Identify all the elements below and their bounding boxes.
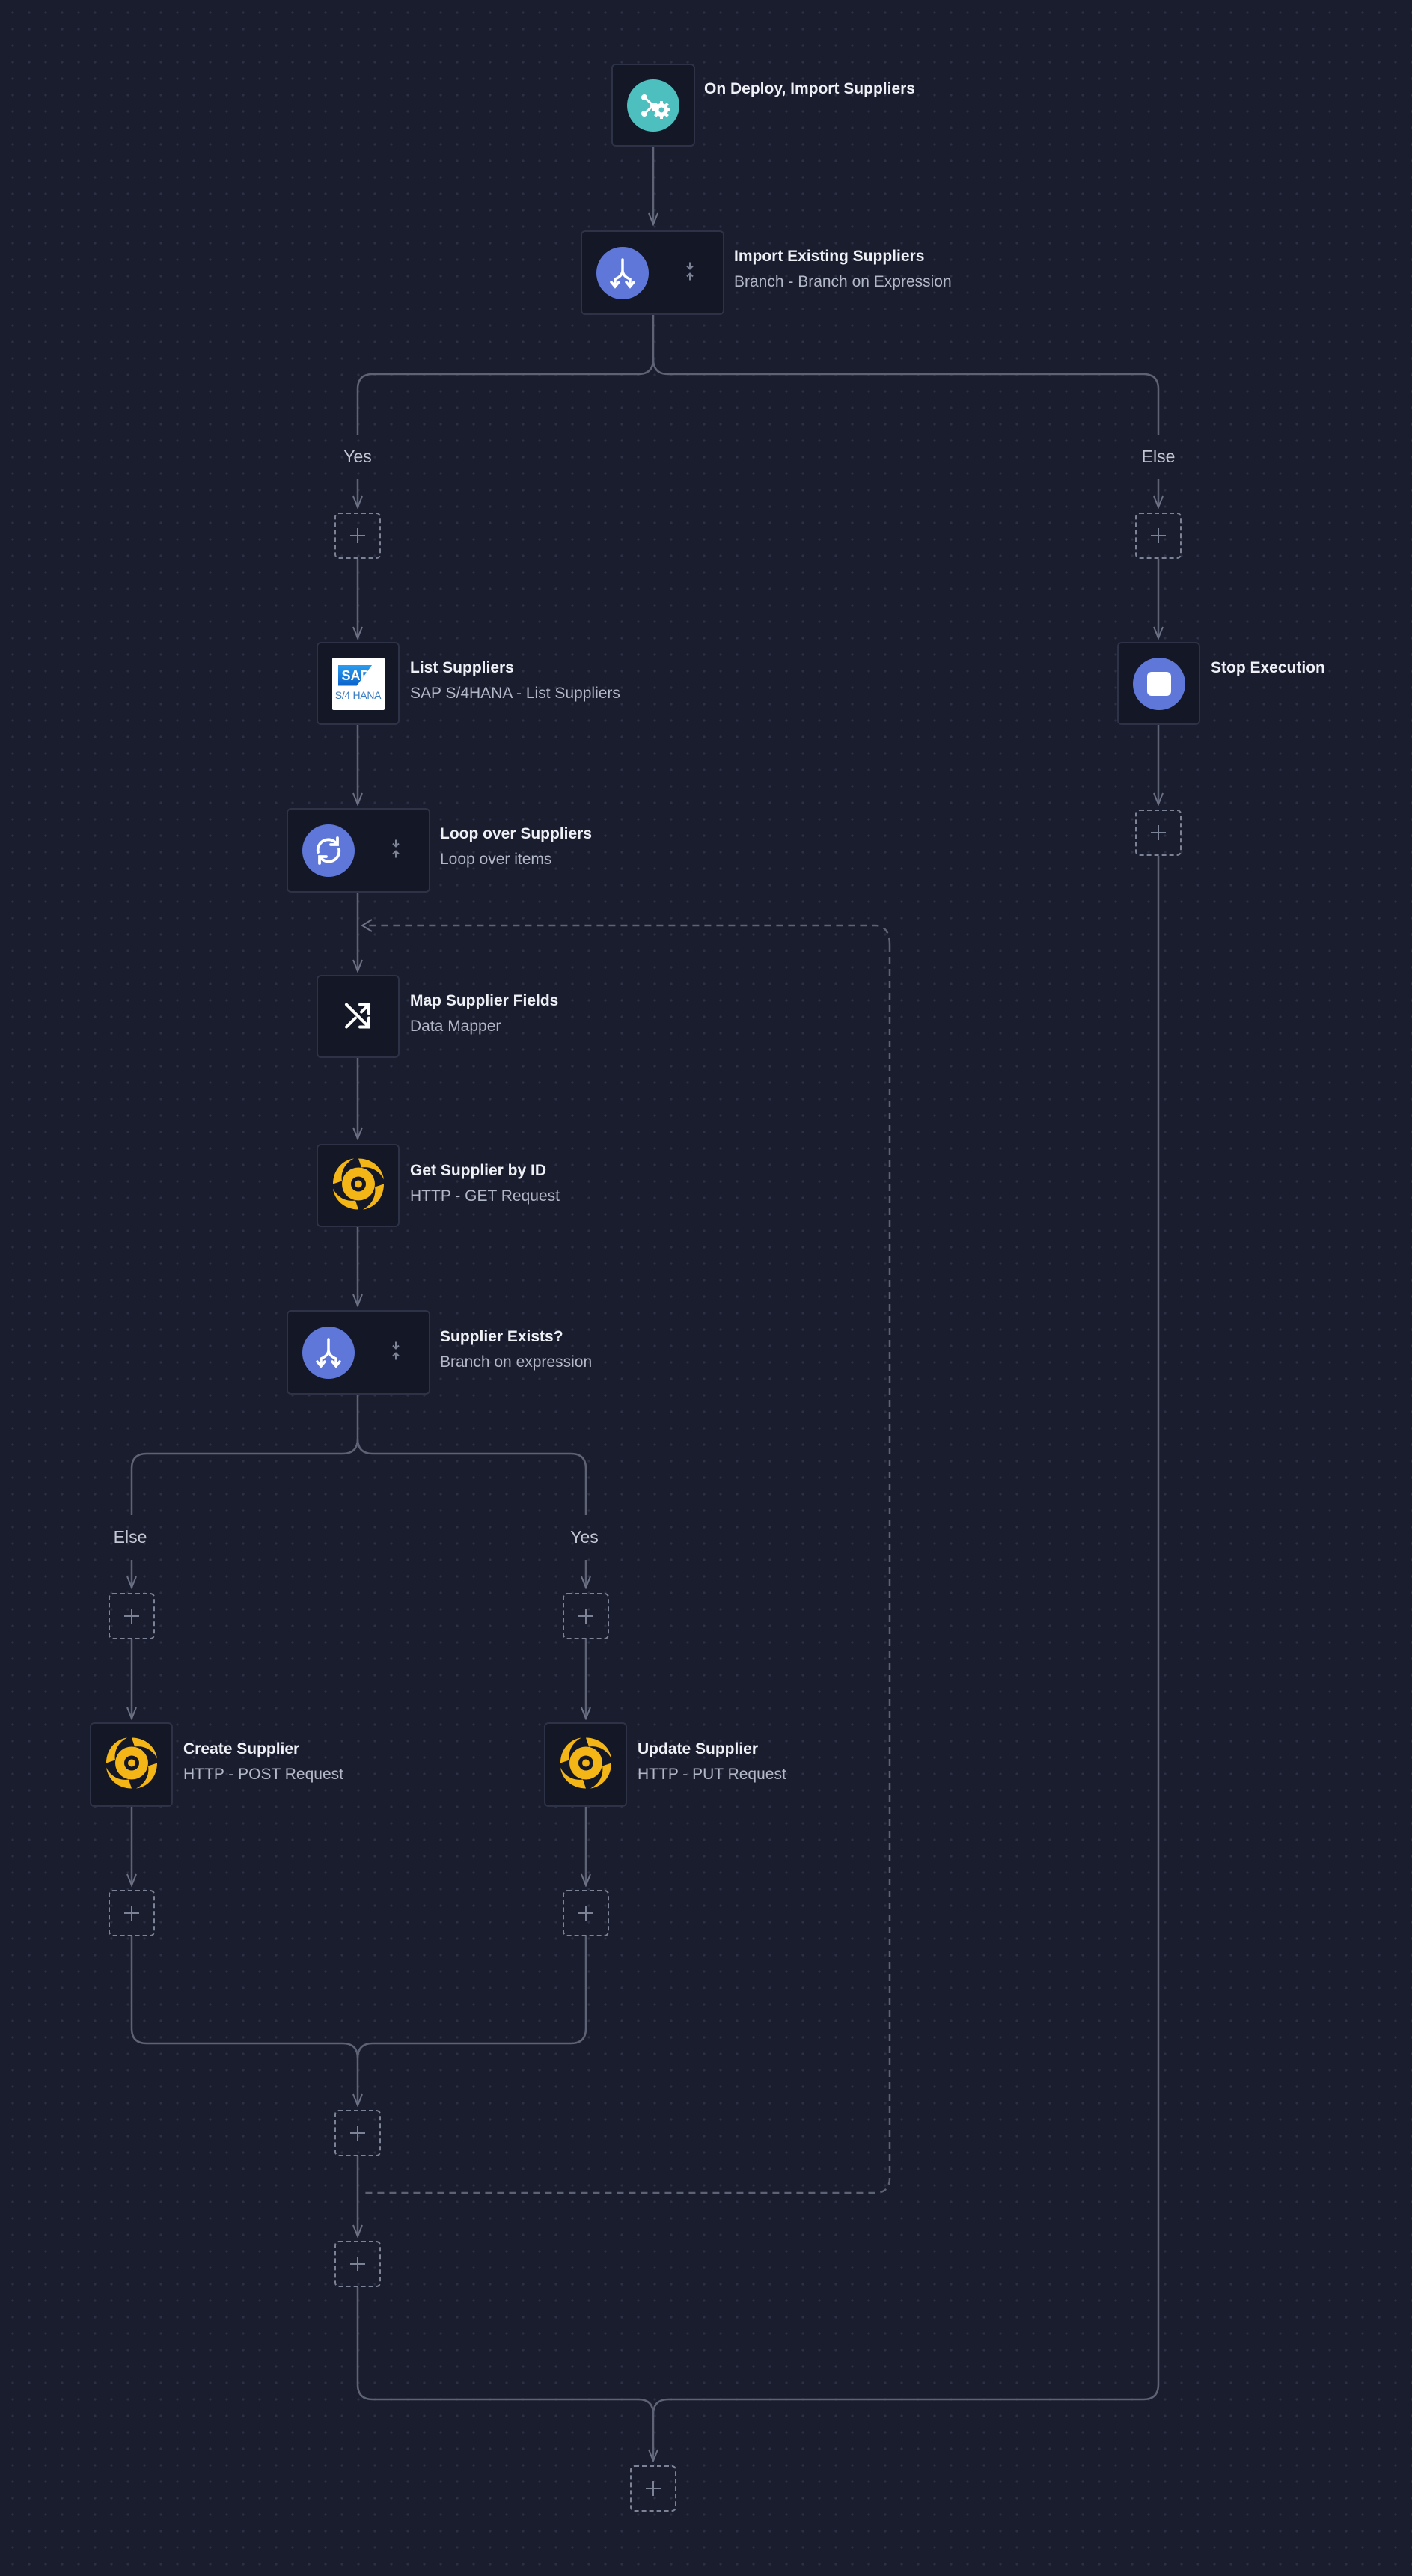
loop-icon [302, 824, 355, 877]
create-supplier-subtitle: HTTP - POST Request [183, 1766, 343, 1783]
add-step-button[interactable] [109, 1890, 155, 1936]
stop-execution-node[interactable] [1117, 642, 1200, 725]
add-step-button[interactable] [1135, 513, 1182, 559]
branch-import-title: Import Existing Suppliers [734, 248, 925, 265]
map-fields-title: Map Supplier Fields [410, 992, 559, 1009]
collapse-icon[interactable] [391, 1340, 400, 1365]
stop-execution-title: Stop Execution [1211, 659, 1325, 676]
stop-icon [1132, 657, 1185, 710]
branch-label-else: Else [1141, 447, 1176, 466]
loop-title: Loop over Suppliers [440, 825, 593, 842]
branch-import-subtitle: Branch - Branch on Expression [734, 273, 952, 290]
add-step-button[interactable] [334, 2241, 381, 2287]
shuffle-icon [342, 998, 375, 1035]
add-step-button[interactable] [563, 1890, 609, 1936]
branch-label-yes: Yes [343, 447, 372, 466]
list-suppliers-title: List Suppliers [410, 659, 514, 676]
get-supplier-title: Get Supplier by ID [410, 1162, 547, 1179]
update-supplier-title: Update Supplier [638, 1740, 759, 1757]
create-supplier-node[interactable] [90, 1722, 173, 1807]
list-suppliers-subtitle: SAP S/4HANA - List Suppliers [410, 685, 620, 702]
supplier-exists-node[interactable] [287, 1310, 430, 1395]
update-supplier-subtitle: HTTP - PUT Request [638, 1766, 786, 1783]
get-supplier-node[interactable] [317, 1144, 400, 1227]
branch-icon [302, 1326, 355, 1379]
sap-logo-icon: SAP S/4 HANA [331, 657, 385, 710]
loop-node[interactable] [287, 808, 430, 893]
add-step-button[interactable] [563, 1593, 609, 1639]
add-step-button[interactable] [109, 1593, 155, 1639]
map-fields-node[interactable] [317, 975, 400, 1058]
branch-icon [596, 246, 649, 299]
add-step-button[interactable] [334, 513, 381, 559]
create-supplier-title: Create Supplier [183, 1740, 300, 1757]
supplier-exists-subtitle: Branch on expression [440, 1353, 593, 1371]
branch-label-else: Else [113, 1527, 147, 1546]
get-supplier-subtitle: HTTP - GET Request [410, 1187, 560, 1205]
collapse-icon[interactable] [685, 260, 694, 285]
map-fields-subtitle: Data Mapper [410, 1018, 501, 1035]
list-suppliers-node[interactable]: SAP S/4 HANA [317, 642, 400, 725]
http-icon [103, 1734, 160, 1795]
update-supplier-node[interactable] [544, 1722, 627, 1807]
trigger-title: On Deploy, Import Suppliers [704, 80, 915, 97]
trigger-node[interactable] [611, 64, 695, 147]
collapse-icon[interactable] [391, 838, 400, 863]
deploy-gear-icon [627, 79, 679, 132]
add-step-button[interactable] [1135, 810, 1182, 856]
branch-label-yes: Yes [570, 1527, 599, 1546]
loop-subtitle: Loop over items [440, 851, 552, 868]
add-step-button[interactable] [630, 2465, 676, 2512]
http-icon [557, 1734, 614, 1795]
add-step-button[interactable] [334, 2110, 381, 2156]
http-icon [330, 1155, 387, 1216]
supplier-exists-title: Supplier Exists? [440, 1328, 563, 1345]
branch-import-node[interactable] [581, 230, 724, 315]
